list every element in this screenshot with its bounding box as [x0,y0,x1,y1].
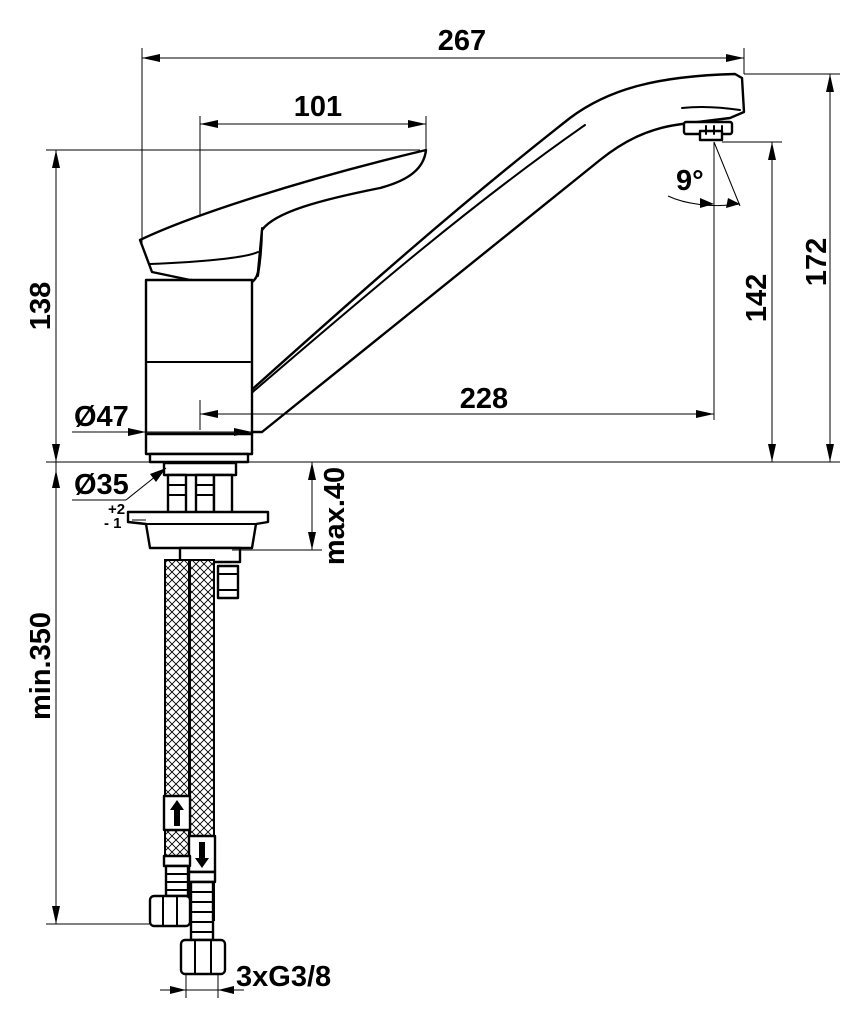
base-ring [144,432,254,456]
dim-tolerance-plus: +2 [108,501,125,518]
main-body [144,278,254,436]
dim-connections: 3xG3/8 [236,961,331,993]
dim-total-height: 172 [801,238,833,286]
dim-spout-reach: 228 [460,383,508,415]
left-hex-nut [148,894,192,928]
dim-lever-length: 101 [294,91,342,123]
dim-shank-diameter: Ø35 [74,469,129,501]
dimension-lines [46,48,840,998]
spout [236,72,746,434]
dim-outlet-height: 142 [741,274,773,322]
lever-handle [138,148,428,287]
dim-overall-length: 267 [438,25,486,57]
dim-max-thickness: max.40 [319,467,351,565]
dim-hose-length: min.350 [25,612,57,720]
right-hex-nut [179,938,227,976]
mounting-hardware [126,461,270,600]
dim-tolerance-minus: - 1 [104,515,122,532]
dim-swivel-angle: 9° [676,165,704,197]
dim-base-height: 138 [25,282,57,330]
dimension-labels: 267 101 228 Ø47 Ø35 +2 - 1 3xG3/8 9° 138… [25,25,833,993]
dim-base-diameter: Ø47 [74,401,129,433]
faucet-body [138,72,746,464]
supply-hoses [148,559,227,976]
mounting-plate [126,510,270,550]
